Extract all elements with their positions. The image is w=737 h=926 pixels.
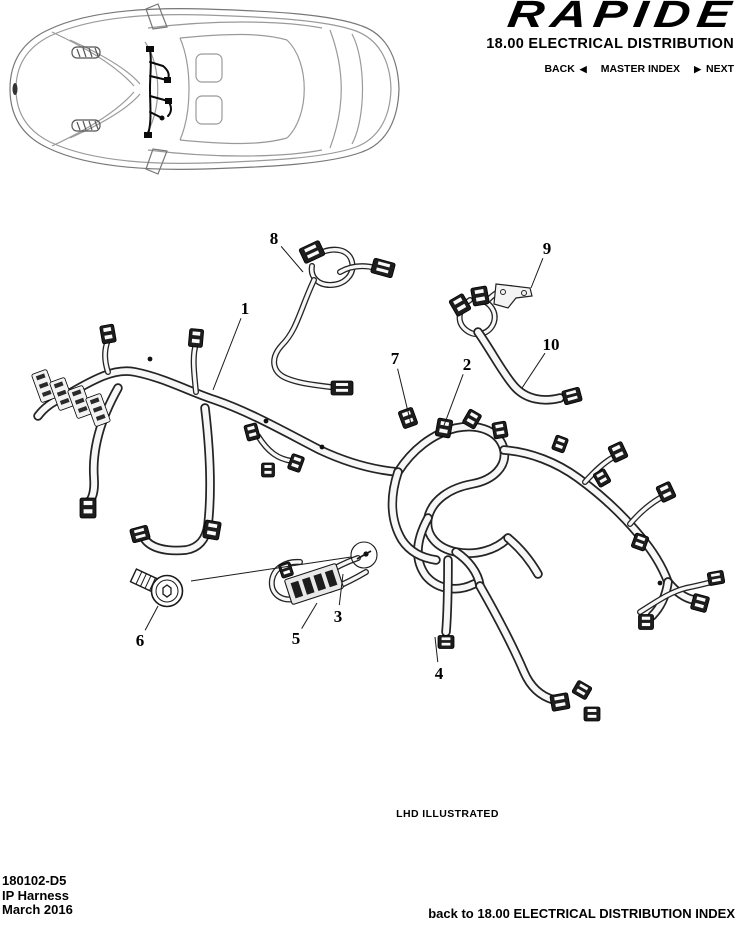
harness-connector xyxy=(607,441,629,463)
harness-tube xyxy=(255,433,295,464)
harness-connector xyxy=(690,593,710,613)
harness-tube xyxy=(477,583,557,703)
harness-tube xyxy=(271,277,333,390)
harness-tube xyxy=(505,535,541,577)
callout-leader-4 xyxy=(434,636,439,663)
document-info: 180102-D5 IP Harness March 2016 xyxy=(2,873,73,918)
callout-leader-9 xyxy=(530,258,544,289)
nav-back-link[interactable]: BACK ◀ xyxy=(544,63,586,75)
fixing-bolt xyxy=(129,541,378,608)
harness-connector xyxy=(583,706,601,722)
callout-number-2: 2 xyxy=(463,355,472,374)
car-location-illustration xyxy=(9,3,400,175)
callout-leader-10 xyxy=(521,352,546,389)
harness-connector xyxy=(85,393,111,427)
harness-connector xyxy=(462,408,482,430)
harness-connector xyxy=(261,462,275,478)
harness-connector xyxy=(188,328,204,348)
callout-leader-3 xyxy=(338,573,344,606)
harness-tube xyxy=(583,456,614,484)
harness-connector xyxy=(561,386,583,406)
ip-harness-illustration xyxy=(31,240,726,722)
harness-stud xyxy=(657,580,663,586)
harness-connector xyxy=(706,570,726,586)
harness-tube xyxy=(475,329,563,403)
harness-connector xyxy=(287,453,305,473)
gang-connector-block xyxy=(284,563,344,605)
harness-connector xyxy=(437,635,455,649)
harness-connector xyxy=(549,692,571,712)
callout-number-5: 5 xyxy=(292,629,301,648)
brand-logo: RAPIDE xyxy=(505,0,737,36)
harness-tube xyxy=(256,434,294,463)
harness-connector xyxy=(638,614,654,630)
harness-connector xyxy=(491,420,509,440)
harness-connector xyxy=(330,380,354,396)
harness-tube xyxy=(638,580,714,614)
back-to-index-link[interactable]: back to 18.00 ELECTRICAL DISTRIBUTION IN… xyxy=(428,906,735,921)
harness-connector xyxy=(298,240,326,264)
callout-number-4: 4 xyxy=(435,664,444,683)
harness-tube xyxy=(139,403,215,556)
harness-stud xyxy=(319,444,325,450)
harness-connector xyxy=(571,680,593,700)
harness-connector xyxy=(129,524,151,544)
harness-connector xyxy=(202,519,222,541)
diagram-caption: LHD ILLUSTRATED xyxy=(396,808,499,820)
harness-tube xyxy=(501,447,671,585)
harness-stud xyxy=(263,418,269,424)
harness-connector xyxy=(49,377,75,411)
nav-back-label: BACK xyxy=(544,63,575,75)
harness-connector xyxy=(551,434,569,454)
callout-number-3: 3 xyxy=(334,607,343,626)
harness-connector xyxy=(370,257,396,279)
harness-connector xyxy=(31,369,57,403)
bracket-part xyxy=(493,283,533,309)
callout-number-10: 10 xyxy=(543,335,560,354)
harness-connector xyxy=(398,407,418,429)
callout-number-6: 6 xyxy=(136,631,145,650)
harness-connector xyxy=(448,293,472,317)
harness-connector xyxy=(631,532,649,552)
harness-connector xyxy=(434,417,454,439)
next-arrow-icon: ▶ xyxy=(694,63,701,74)
harness-tube xyxy=(443,557,451,635)
callout-leader-2 xyxy=(442,374,464,429)
callout-number-1: 1 xyxy=(241,299,250,318)
harness-tube xyxy=(59,368,401,475)
callout-number-9: 9 xyxy=(543,239,552,258)
harness-stud xyxy=(147,356,153,362)
callout-leader-6 xyxy=(144,605,159,631)
callout-number-8: 8 xyxy=(270,229,279,248)
harness-connector xyxy=(655,481,677,503)
document-title: IP Harness xyxy=(2,887,69,903)
harness-connector xyxy=(243,422,261,442)
harness-connector xyxy=(470,285,490,307)
harness-connector xyxy=(79,497,97,519)
section-title: 18.00 ELECTRICAL DISTRIBUTION xyxy=(486,36,734,52)
callout-leader-7 xyxy=(397,368,412,425)
harness-tube xyxy=(389,469,439,563)
harness-tube xyxy=(414,515,477,592)
callout-leader-8 xyxy=(280,246,304,273)
harness-connector xyxy=(592,468,612,488)
callout-layer: 1 2 3 4 5 6 7 8 9 10 xyxy=(136,229,560,683)
callout-leader-1 xyxy=(212,318,242,391)
header-nav: BACK ◀ MASTER INDEX ▶ NEXT xyxy=(544,63,734,75)
nav-next-label: NEXT xyxy=(705,63,734,75)
back-arrow-icon: ◀ xyxy=(579,63,587,74)
callout-leader-5 xyxy=(301,602,318,629)
harness-tube xyxy=(272,278,332,389)
car-harness-highlight xyxy=(147,49,172,135)
harness-tube xyxy=(141,405,214,554)
document-number: 180102-D5 xyxy=(2,873,67,888)
harness-connector xyxy=(99,323,117,345)
nav-next-link[interactable]: ▶ NEXT xyxy=(694,63,734,75)
callout-number-7: 7 xyxy=(391,349,400,368)
document-date: March 2016 xyxy=(2,902,73,917)
nav-master-index-link[interactable]: MASTER INDEX xyxy=(601,63,680,75)
nav-master-index-label: MASTER INDEX xyxy=(600,63,681,75)
harness-tube xyxy=(628,496,662,526)
